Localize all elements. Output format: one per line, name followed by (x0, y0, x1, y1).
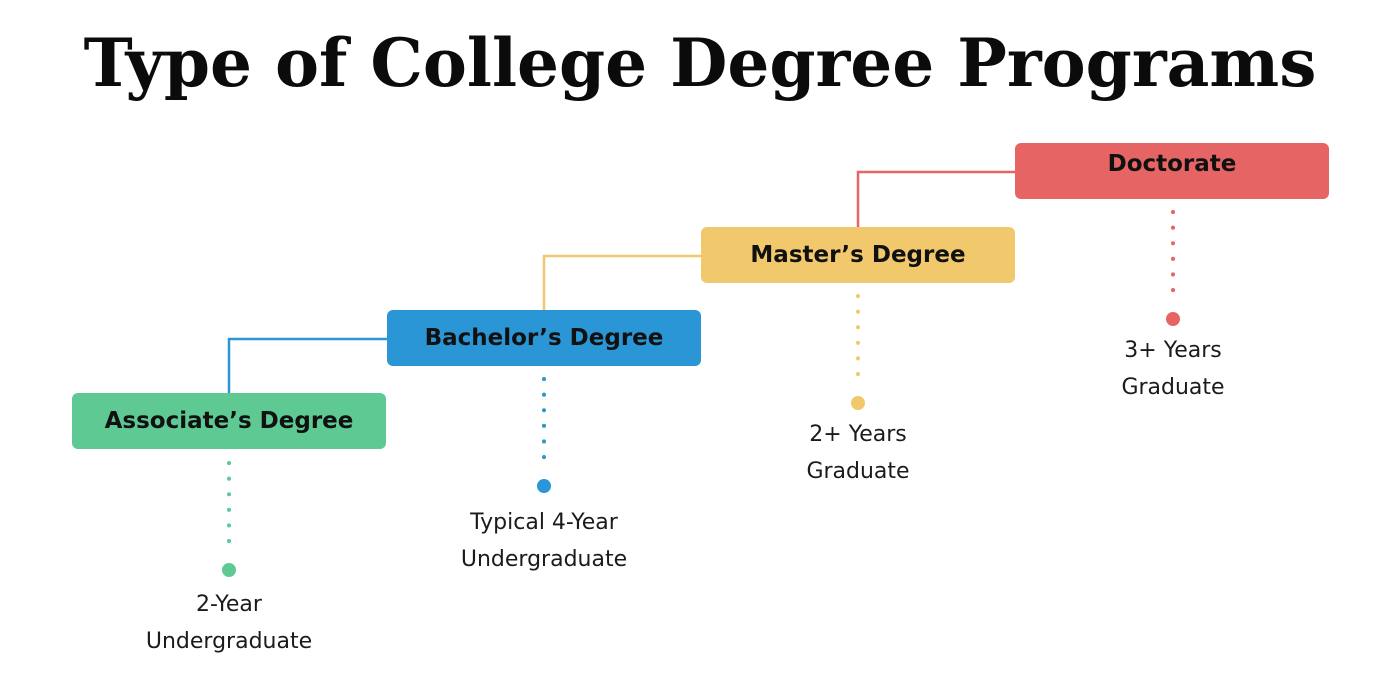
doctorate-degree-label: Doctorate (1107, 151, 1237, 177)
associate-duration-line1: 2-Year (196, 592, 262, 617)
master-duration: 2+ Years Graduate (708, 416, 1008, 490)
end-dot-master (851, 396, 865, 410)
doctorate-duration-line2: Graduate (1121, 375, 1225, 400)
bachelor-duration-line2: Undergraduate (460, 547, 628, 572)
associate-degree-label: Associate’s Degree (104, 408, 354, 434)
doctorate-degree-box: Doctorate (1015, 143, 1329, 199)
associate-duration: 2-Year Undergraduate (79, 586, 379, 660)
end-dot-doctorate (1166, 312, 1180, 326)
master-degree-label: Master’s Degree (750, 242, 966, 268)
master-duration-line2: Graduate (806, 459, 910, 484)
master-degree-box: Master’s Degree (701, 227, 1015, 283)
doctorate-duration-line1: 3+ Years (1124, 338, 1222, 363)
end-dot-bachelor (537, 479, 551, 493)
connector-associate-bachelor (227, 337, 388, 394)
associate-duration-line2: Undergraduate (145, 629, 313, 654)
end-dot-associate (222, 563, 236, 577)
bachelor-duration: Typical 4-Year Undergraduate (394, 504, 694, 578)
master-duration-line1: 2+ Years (809, 422, 907, 447)
connector-master-doctorate (856, 170, 1016, 228)
associate-degree-box: Associate’s Degree (72, 393, 386, 449)
bachelor-duration-line1: Typical 4-Year (470, 510, 618, 535)
bachelor-degree-label: Bachelor’s Degree (424, 325, 664, 351)
doctorate-duration: 3+ Years Graduate (1023, 332, 1323, 406)
bachelor-degree-box: Bachelor’s Degree (387, 310, 701, 366)
page-title: Type of College Degree Programs (83, 24, 1317, 102)
connector-bachelor-master (542, 254, 702, 311)
